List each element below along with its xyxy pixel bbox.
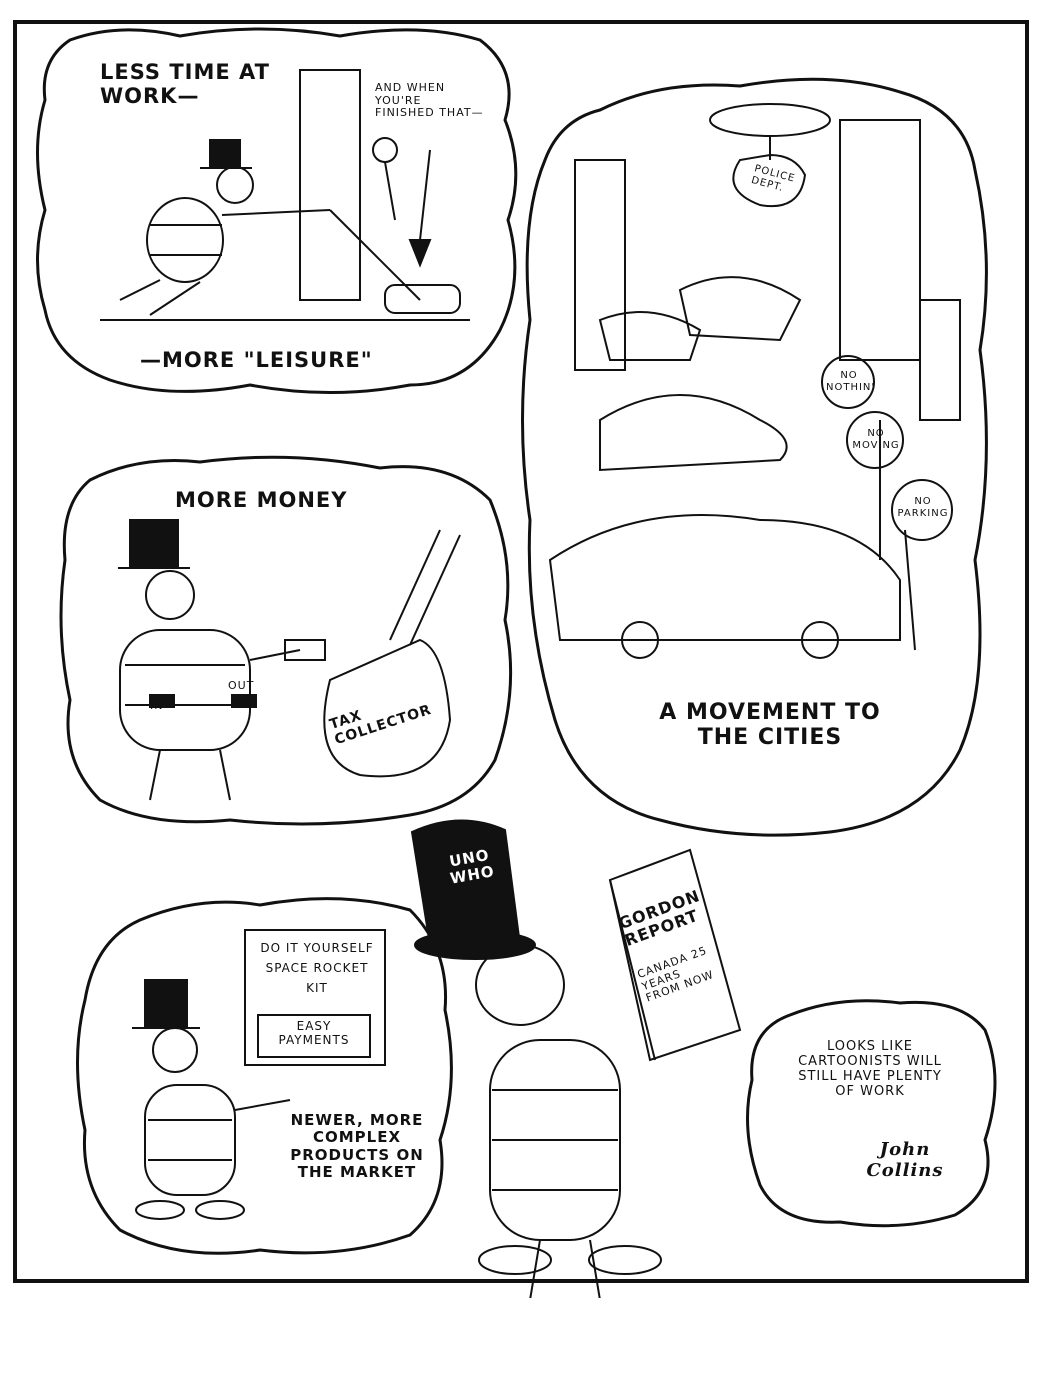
sign-no-parking: No parking [897, 496, 949, 519]
money-in-label: In [150, 699, 164, 712]
cities-illustration [548, 103, 961, 659]
product-box-line1: Do it yourself [260, 941, 374, 955]
sign-no-nothin: No nothin' [826, 370, 876, 393]
thought-bubble-products [76, 897, 453, 1255]
outer-frame [13, 20, 1029, 1283]
product-box-line2: space rocket [265, 961, 369, 975]
thought-bubble-note [746, 999, 997, 1228]
bottom-margin [0, 1298, 1043, 1390]
thought-bubble-leisure [36, 27, 518, 394]
cities-caption: A movement to the cities [659, 700, 881, 751]
thought-bubble-cities [521, 77, 988, 837]
leisure-caption-bottom: —More "Leisure" [140, 348, 373, 372]
leisure-caption-top: Less time at work— [100, 60, 270, 109]
footer-note: Looks like cartoonists will still have p… [798, 1039, 942, 1099]
products-caption: Newer, more complex products on the mark… [290, 1111, 424, 1181]
report-book [608, 848, 742, 1062]
signature: John Collins [866, 1139, 944, 1181]
leisure-illustration [100, 69, 470, 321]
product-box-inner: Easy payments [278, 1019, 350, 1047]
leisure-aside: And when you're finished that— [375, 81, 484, 120]
main-figure [410, 819, 742, 1301]
money-out-label: Out [228, 679, 255, 692]
thought-bubble-money [59, 455, 513, 826]
money-illustration [118, 519, 461, 801]
products-illustration [132, 929, 386, 1220]
sign-no-moving: No moving [852, 428, 900, 451]
product-box-line3: kit [306, 981, 328, 995]
money-caption: More money [175, 488, 348, 512]
